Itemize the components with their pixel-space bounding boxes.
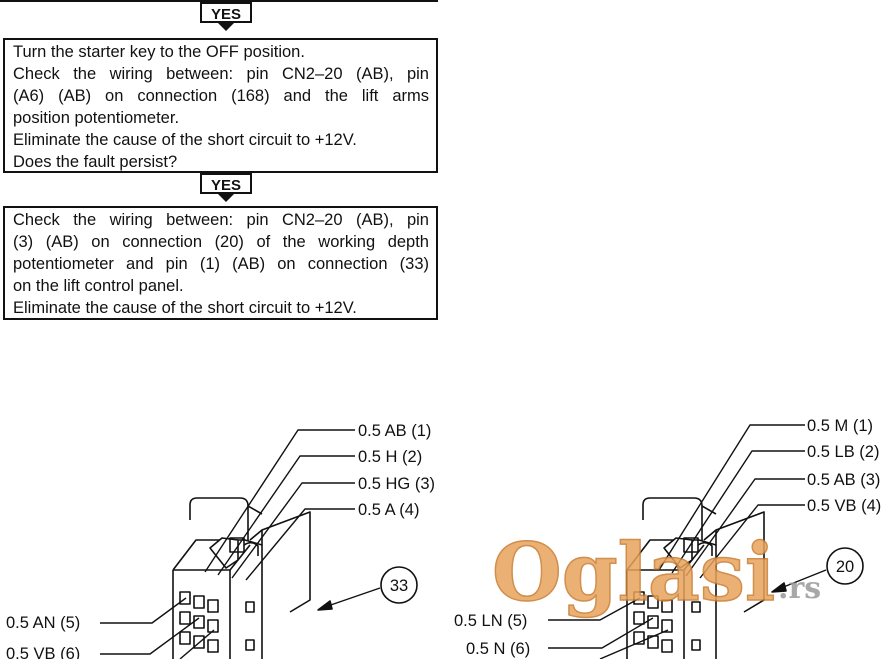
yes-label-1: YES [200,2,252,23]
c20-wire-label-1: 0.5 M (1) [807,417,873,435]
step1-line: Check the wiring between: pin CN2–20 (AB… [13,65,429,83]
flow-arrow-1 [218,23,234,31]
connector-33-id: 33 [390,577,408,595]
step1-line: position potentiometer. [13,109,180,127]
c33-wire-label-3: 0.5 HG (3) [358,475,435,493]
step1-line: Turn the starter key to the OFF position… [13,43,305,61]
c33-wire-label-6: 0.5 VB (6) [6,645,80,659]
c33-wire-label-2: 0.5 H (2) [358,448,422,466]
step2-line: on the lift control panel. [13,277,184,295]
step2-line: (3) (AB) on connection (20) of the worki… [13,233,429,251]
connector-33-drawing [100,429,418,659]
connector-20-drawing [548,424,864,659]
c20-wire-label-4: 0.5 VB (4) [807,497,881,515]
c33-wire-label-1: 0.5 AB (1) [358,422,431,440]
step-box-2: Check the wiring between: pin CN2–20 (AB… [3,206,438,320]
step-box-1: Turn the starter key to the OFF position… [3,38,438,173]
c20-wire-label-3: 0.5 AB (3) [807,471,880,489]
watermark-suffix: .rs [778,571,821,606]
c20-wire-label-6: 0.5 N (6) [466,640,530,658]
c20-wire-label-5: 0.5 LN (5) [454,612,527,630]
step2-line: potentiometer and pin (1) (AB) on connec… [13,255,429,273]
step1-line: Eliminate the cause of the short circuit… [13,131,357,149]
watermark-logo: Oglasi .rs [491,524,821,620]
c33-wire-label-4: 0.5 A (4) [358,501,419,519]
flow-top-line [0,0,438,2]
step1-line: Does the fault persist? [13,153,178,171]
step2-line: Eliminate the cause of the short circuit… [13,299,357,317]
c33-wire-label-5: 0.5 AN (5) [6,614,80,632]
watermark-brand: Oglasi [492,525,775,619]
step1-line: (A6) (AB) on connection (168) and the li… [13,87,429,105]
step2-line: Check the wiring between: pin CN2–20 (AB… [13,211,429,229]
yes-label-2: YES [200,173,252,194]
connector-20-id: 20 [836,558,854,576]
flow-arrow-2 [218,194,234,202]
c20-wire-label-2: 0.5 LB (2) [807,443,879,461]
